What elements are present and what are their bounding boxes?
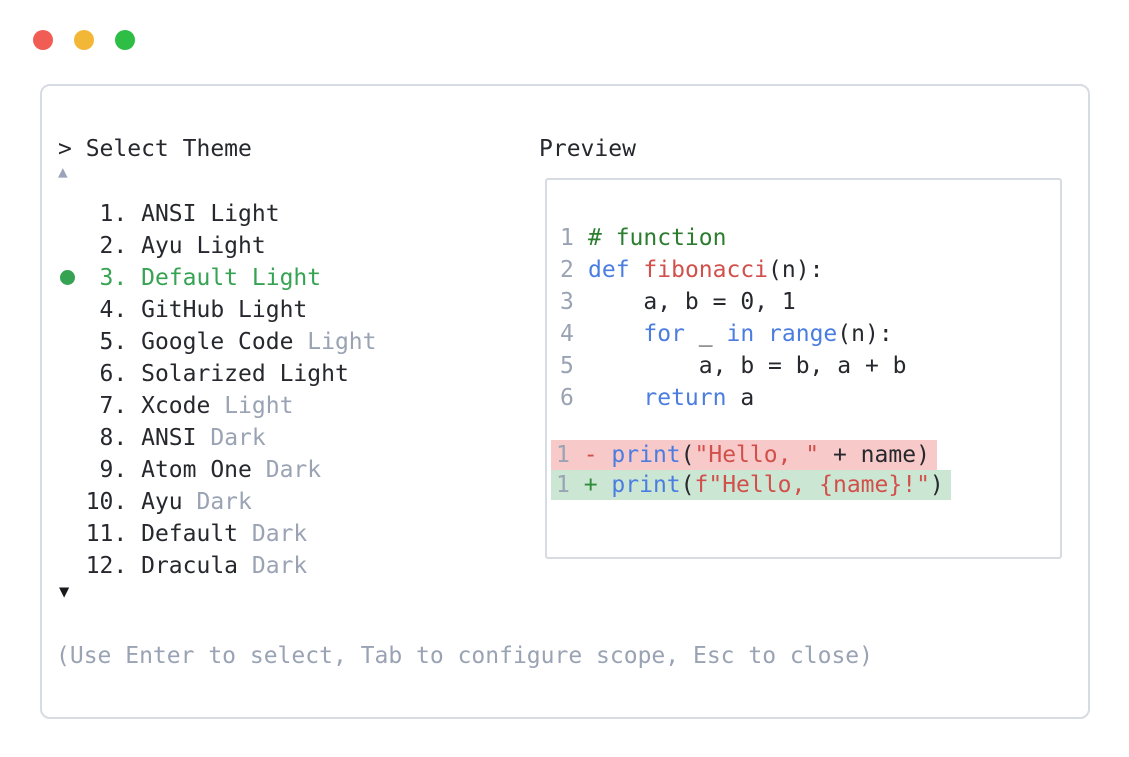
selected-dot-icon (60, 270, 75, 285)
theme-option-ansi-light[interactable]: 1. ANSI Light (58, 198, 377, 230)
line-number: 6 (560, 385, 574, 411)
line-number: 1 (556, 442, 570, 468)
option-number: 1. (58, 201, 142, 227)
keyboard-hint: (Use Enter to select, Tab to configure s… (56, 643, 873, 669)
theme-option-xcode-light[interactable]: 7. Xcode Light (58, 390, 377, 422)
diff-removed-line: 1 - print("Hello, " + name) (551, 440, 1060, 470)
option-name: Atom One (141, 457, 266, 483)
theme-option-google-code-light[interactable]: 5. Google Code Light (58, 326, 377, 358)
option-number: 3. (58, 265, 142, 291)
theme-option-ansi-dark[interactable]: 8. ANSI Dark (58, 422, 377, 454)
select-theme-prompt: > Select Theme (58, 136, 252, 162)
option-number: 4. (58, 297, 142, 323)
code-line: 4 for _ in range(n): (560, 318, 1060, 350)
close-window-icon[interactable] (33, 30, 53, 50)
theme-option-github-light[interactable]: 4. GitHub Light (58, 294, 377, 326)
scroll-up-icon[interactable]: ▲ (58, 162, 68, 181)
preview-label: Preview (539, 136, 636, 162)
option-name: Solarized Light (141, 361, 349, 387)
option-number: 12. (58, 553, 142, 579)
theme-option-ayu-light[interactable]: 2. Ayu Light (58, 230, 377, 262)
option-variant: Dark (210, 425, 266, 451)
option-name: Google Code (141, 329, 308, 355)
line-number: 1 (556, 472, 570, 498)
line-number: 3 (560, 289, 574, 315)
option-number: 11. (58, 521, 142, 547)
diff-gap (560, 414, 1060, 440)
option-name: Default Light (141, 265, 322, 291)
code-line: 3 a, b = 0, 1 (560, 286, 1060, 318)
option-name: ANSI Light (141, 201, 280, 227)
theme-option-default-dark[interactable]: 11. Default Dark (58, 518, 377, 550)
theme-list: 1. ANSI Light 2. Ayu Light 3. Default Li… (58, 198, 377, 582)
option-name: Xcode (141, 393, 225, 419)
option-number: 9. (58, 457, 142, 483)
option-number: 10. (58, 489, 142, 515)
diff-plus-sign: + (569, 472, 612, 498)
theme-picker-panel: > Select Theme ▲ 1. ANSI Light 2. Ayu Li… (40, 84, 1090, 719)
code-line: 1# function (560, 222, 1060, 254)
option-number: 6. (58, 361, 142, 387)
option-name: ANSI (141, 425, 211, 451)
option-name: Default (141, 521, 252, 547)
theme-option-default-light-selected[interactable]: 3. Default Light (58, 262, 377, 294)
option-name: Ayu (141, 489, 197, 515)
diff-added-line: 1 + print(f"Hello, {name}!") (551, 470, 1060, 500)
line-number: 1 (560, 225, 574, 251)
line-number: 5 (560, 353, 574, 379)
option-number: 2. (58, 233, 142, 259)
window-controls (33, 30, 135, 50)
code-line: 6 return a (560, 382, 1060, 414)
option-variant: Light (307, 329, 377, 355)
diff-minus-sign: - (569, 442, 612, 468)
option-name: Ayu Light (141, 233, 266, 259)
theme-option-dracula-dark[interactable]: 12. Dracula Dark (58, 550, 377, 582)
option-variant: Dark (265, 457, 322, 483)
maximize-window-icon[interactable] (115, 30, 135, 50)
code-line: 5 a, b = b, a + b (560, 350, 1060, 382)
option-number: 7. (58, 393, 142, 419)
line-number: 2 (560, 257, 574, 283)
option-variant: Light (224, 393, 294, 419)
option-name: GitHub Light (141, 297, 308, 323)
option-variant: Dark (251, 553, 308, 579)
option-number: 5. (58, 329, 142, 355)
theme-option-solarized-light[interactable]: 6. Solarized Light (58, 358, 377, 390)
line-number: 4 (560, 321, 574, 347)
scroll-down-icon[interactable]: ▼ (59, 582, 70, 602)
option-name: Dracula (141, 553, 252, 579)
minimize-window-icon[interactable] (74, 30, 94, 50)
theme-option-atom-one-dark[interactable]: 9. Atom One Dark (58, 454, 377, 486)
option-variant: Dark (251, 521, 308, 547)
option-variant: Dark (196, 489, 252, 515)
theme-option-ayu-dark[interactable]: 10. Ayu Dark (58, 486, 377, 518)
option-number: 8. (58, 425, 142, 451)
